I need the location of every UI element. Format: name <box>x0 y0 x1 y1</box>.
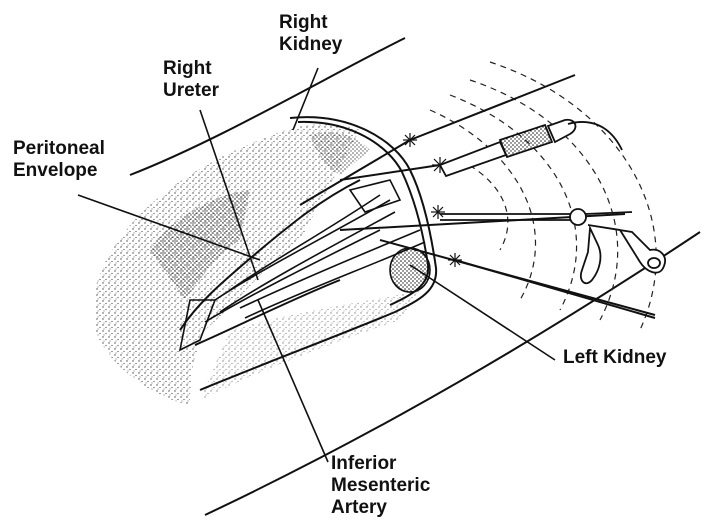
grasper-forceps-icon <box>440 209 665 283</box>
label-line: Artery <box>331 497 430 519</box>
label-left-kidney: Left Kidney <box>563 347 666 369</box>
label-line: Peritoneal <box>13 138 105 160</box>
label-right-kidney: Right Kidney <box>279 12 342 56</box>
label-line: Right <box>163 58 219 80</box>
label-inferior-mesenteric-artery: Inferior Mesenteric Artery <box>331 453 430 519</box>
label-line: Envelope <box>13 160 105 182</box>
label-line: Left Kidney <box>563 347 666 369</box>
laparoscope-icon <box>440 120 622 176</box>
label-line: Mesenteric <box>331 475 430 497</box>
label-line: Right <box>279 12 342 34</box>
label-line: Inferior <box>331 453 430 475</box>
left-kidney-shape <box>390 248 430 292</box>
label-peritoneal-envelope: Peritoneal Envelope <box>13 138 105 182</box>
label-line: Ureter <box>163 80 219 102</box>
label-line: Kidney <box>279 34 342 56</box>
instrument-rod-icon <box>300 75 655 318</box>
insufflation-arcs <box>430 62 656 330</box>
label-right-ureter: Right Ureter <box>163 58 219 102</box>
